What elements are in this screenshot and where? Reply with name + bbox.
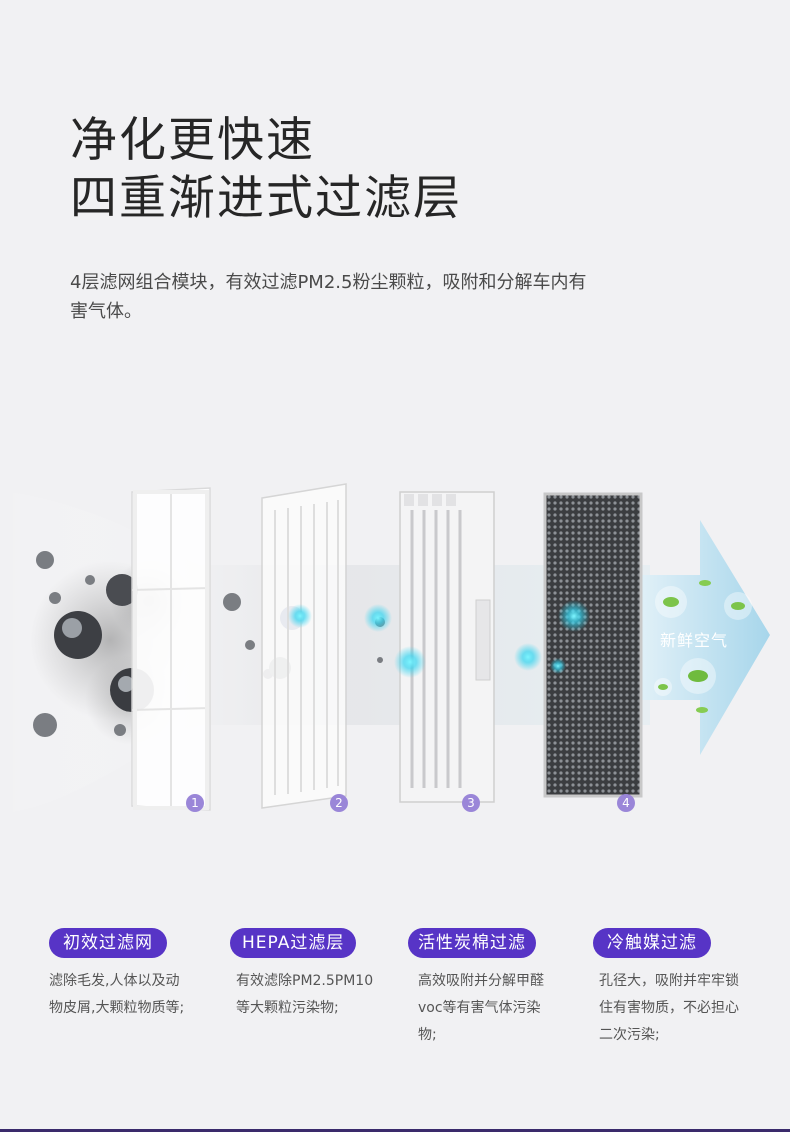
glow-particles: [288, 600, 590, 678]
filter-2-hepa: [261, 483, 347, 809]
filter-visual: [0, 483, 770, 815]
filter-number-1: 1: [186, 794, 204, 812]
layer-desc-3: 高效吸附并分解甲醛voc等有害气体污染物;: [418, 973, 544, 1043]
bottom-border: [0, 1129, 790, 1132]
layer-title-3: 活性炭棉过滤: [408, 928, 536, 958]
headline-line-2: 四重渐进式过滤层: [70, 171, 462, 226]
filter-illustration: 新鲜空气 1 2 3 4: [0, 470, 790, 830]
headline-line-1: 净化更快速: [70, 113, 315, 168]
layer-title-1: 初效过滤网: [49, 928, 167, 958]
fresh-air-label: 新鲜空气: [660, 631, 729, 650]
filter-number-4: 4: [617, 794, 635, 812]
fresh-leaves: [654, 580, 752, 713]
layer-desc-1: 滤除毛发,人体以及动物皮屑,大颗粒物质等;: [49, 973, 185, 1016]
layer-caption-4: 冷触媒过滤 孔径大，吸附并牢牢锁住有害物质，不必担心二次污染;: [593, 928, 739, 1049]
layer-desc-4: 孔径大，吸附并牢牢锁住有害物质，不必担心二次污染;: [599, 973, 739, 1043]
layer-desc-2: 有效滤除PM2.5PM10等大颗粒污染物;: [236, 973, 374, 1016]
intro-text: 4层滤网组合模块，有效过滤PM2.5粉尘颗粒，吸附和分解车内有害气体。: [70, 272, 587, 322]
layer-caption-3: 活性炭棉过滤 高效吸附并分解甲醛voc等有害气体污染物;: [408, 928, 558, 1049]
filter-1-primary: [131, 487, 211, 811]
layer-title-4: 冷触媒过滤: [593, 928, 711, 958]
fresh-air-arrow: [640, 520, 770, 755]
filter-number-2: 2: [330, 794, 348, 812]
layer-caption-2: HEPA过滤层 有效滤除PM2.5PM10等大颗粒污染物;: [230, 928, 376, 1022]
filter-4-catalyst: [543, 492, 643, 798]
filter-3-carbon: [399, 491, 495, 803]
headline: 净化更快速 四重渐进式过滤层: [70, 112, 462, 228]
filter-number-3: 3: [462, 794, 480, 812]
layer-caption-1: 初效过滤网 滤除毛发,人体以及动物皮屑,大颗粒物质等;: [49, 928, 189, 1022]
layer-title-2: HEPA过滤层: [230, 928, 357, 958]
